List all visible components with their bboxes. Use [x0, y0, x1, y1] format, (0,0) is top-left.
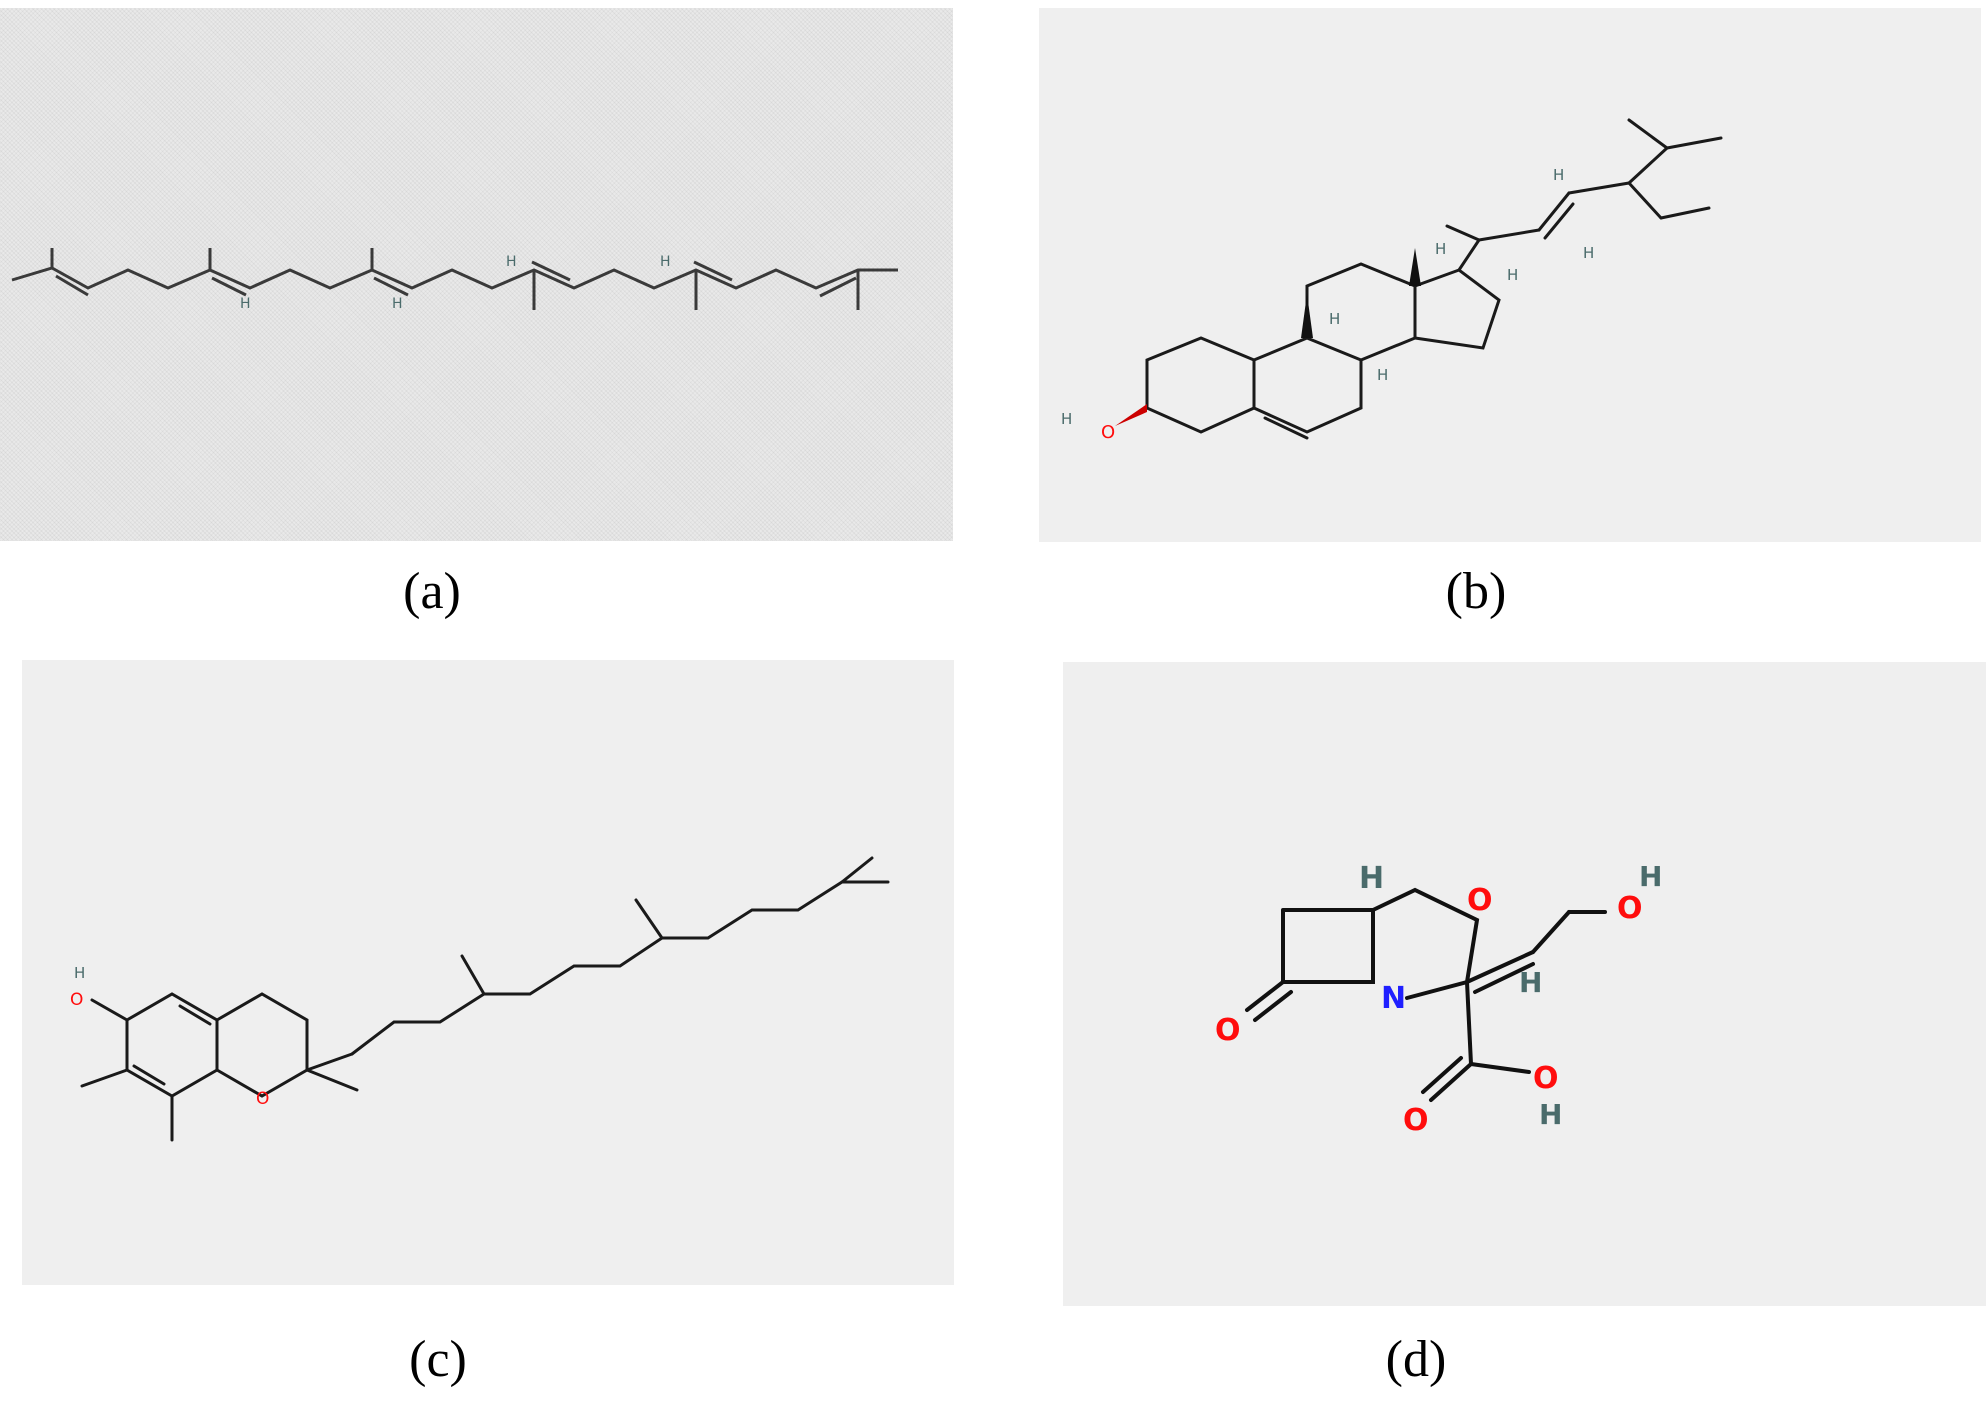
hydrogen-label: H	[1539, 1098, 1562, 1131]
oxygen-atom: O	[1617, 891, 1643, 926]
oxygen-atom: O	[70, 990, 83, 1010]
wedge-bond	[1301, 294, 1313, 338]
polyene-chain	[11, 248, 898, 310]
oxygen-atom: O	[1101, 422, 1115, 443]
hydrogen-label: H	[392, 296, 403, 312]
caption-a: (a)	[403, 563, 461, 620]
wedge-bond	[1115, 404, 1147, 426]
nitrogen-atom: N	[1381, 981, 1406, 1016]
hydrogen-label: H	[240, 296, 251, 312]
hydrogen-label: H	[1583, 244, 1594, 262]
hydrogen-label: H	[1639, 860, 1662, 893]
structure-d-svg: H O N O O H H O O H	[1215, 860, 1662, 1138]
hydrogen-label: H	[1519, 966, 1542, 999]
structure-panel-d: H O N O O H H O O H	[1063, 662, 1986, 1306]
hydrogen-label: H	[1329, 310, 1340, 328]
structure-b-svg: O H H H H H H H	[1061, 118, 1723, 443]
hydrogen-label: H	[506, 254, 517, 270]
hydrogen-label: H	[1507, 266, 1518, 284]
hydrogen-label: H	[1061, 410, 1072, 428]
oxygen-atom: O	[1215, 1013, 1241, 1048]
hydrogen-label: H	[1359, 861, 1384, 896]
oxygen-atom: O	[256, 1089, 269, 1109]
oxygen-atom: O	[1467, 883, 1493, 918]
hydrogen-label: H	[74, 964, 85, 982]
structure-panel-a: H H H H	[0, 8, 953, 541]
structure-panel-c: O H O	[22, 660, 954, 1285]
hydrogen-label: H	[660, 254, 671, 270]
steroid-skeleton	[1115, 118, 1723, 440]
structure-panel-b: O H H H H H H H	[1039, 8, 1981, 542]
structure-c-svg: O H O	[70, 856, 890, 1142]
oxygen-atom: O	[1533, 1061, 1559, 1096]
hydrogen-label: H	[1435, 240, 1446, 258]
caption-d: (d)	[1385, 1331, 1447, 1388]
caption-c: (c)	[409, 1331, 467, 1388]
oxygen-atom: O	[1403, 1103, 1429, 1138]
structure-a-svg: H H H H	[11, 248, 898, 312]
hydrogen-label: H	[1553, 166, 1564, 184]
tocopherol-skeleton	[80, 856, 890, 1142]
clavulanic-acid-skeleton	[1245, 887, 1607, 1102]
wedge-bond	[1409, 248, 1421, 286]
caption-b: (b)	[1445, 563, 1507, 620]
hydrogen-label: H	[1377, 366, 1388, 384]
